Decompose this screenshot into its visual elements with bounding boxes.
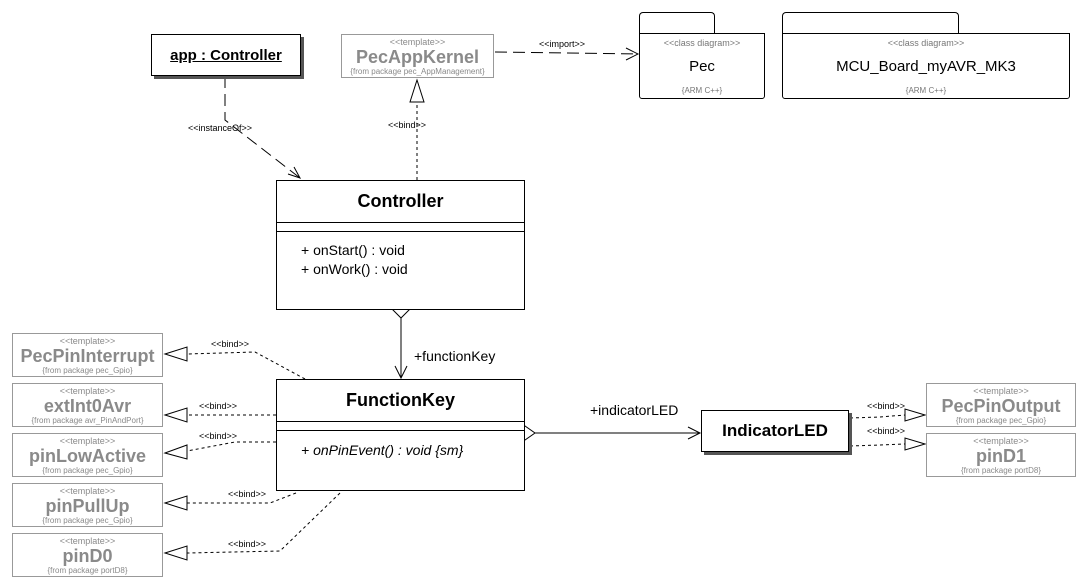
- operation-item: + onStart() : void: [301, 242, 405, 258]
- template-stereotype: <<template>>: [59, 386, 116, 396]
- function-key-class[interactable]: FunctionKey + onPinEvent() : void {sm}: [276, 379, 525, 491]
- template-source: {from package avr_PinAndPort}: [31, 416, 144, 425]
- template-source: {from package portD8}: [960, 466, 1042, 475]
- template-name: pinPullUp: [45, 496, 130, 516]
- template-stereotype: <<template>>: [59, 436, 116, 446]
- bind-label-pinint: <<bind>>: [211, 339, 250, 349]
- app-controller-object[interactable]: app : Controller: [151, 34, 301, 76]
- template-stereotype: <<template>>: [389, 37, 446, 47]
- aggregation-indicator-led: [514, 425, 702, 441]
- template-pec-pin-output[interactable]: <<template>> PecPinOutput {from package …: [926, 383, 1076, 427]
- template-pin-pull-up[interactable]: <<template>> pinPullUp {from package pec…: [12, 483, 163, 527]
- template-name: pinD1: [975, 446, 1026, 466]
- template-name: PecPinInterrupt: [20, 346, 155, 366]
- bind-label-pinoutput: <<bind>>: [867, 401, 906, 411]
- template-stereotype: <<template>>: [59, 486, 116, 496]
- bind-label-appkernel: <<bind>>: [388, 120, 427, 130]
- operation-compartment: + onStart() : void + onWork() : void: [277, 231, 524, 279]
- class-name: Controller: [357, 191, 444, 211]
- template-pin-low-active[interactable]: <<template>> pinLowActive {from package …: [12, 433, 163, 477]
- template-source: {from package portD8}: [47, 566, 128, 575]
- function-key-role-label: +functionKey: [414, 348, 496, 364]
- bind-label-pind1: <<bind>>: [867, 426, 906, 436]
- template-stereotype: <<template>>: [59, 336, 116, 346]
- template-source: {from package pec_Gpio}: [42, 466, 133, 475]
- class-name: FunctionKey: [345, 390, 455, 410]
- template-pin-d1[interactable]: <<template>> pinD1 {from package portD8}: [926, 433, 1076, 477]
- aggregation-function-key: [392, 301, 410, 380]
- template-source: {from package pec_AppManagement}: [350, 67, 485, 76]
- package-language: {ARM C++}: [905, 86, 947, 95]
- controller-class[interactable]: Controller + onStart() : void + onWork()…: [276, 180, 525, 310]
- template-name: pinLowActive: [28, 446, 146, 466]
- template-name: PecPinOutput: [941, 396, 1061, 416]
- object-label: app : Controller: [170, 46, 282, 64]
- class-name: IndicatorLED: [722, 421, 828, 440]
- template-name: PecAppKernel: [355, 47, 480, 67]
- operation-item: + onPinEvent() : void {sm}: [301, 442, 464, 458]
- attribute-compartment: [277, 222, 524, 231]
- template-source: {from package pec_Gpio}: [42, 516, 133, 525]
- package-stereotype: <<class diagram>>: [887, 38, 965, 48]
- instance-of-label: <<instanceOf>>: [188, 123, 253, 133]
- operation-item: + onWork() : void: [301, 261, 408, 277]
- template-pin-d0[interactable]: <<template>> pinD0 {from package portD8}: [12, 533, 163, 577]
- template-stereotype: <<template>>: [973, 436, 1029, 446]
- package-tab-mcu-board: [782, 12, 959, 34]
- package-pec[interactable]: <<class diagram>> Pec {ARM C++}: [639, 33, 765, 99]
- bind-label-pind0: <<bind>>: [228, 539, 267, 549]
- template-source: {from package pec_Gpio}: [42, 366, 133, 375]
- template-stereotype: <<template>>: [59, 536, 116, 546]
- package-name: Pec: [689, 58, 715, 75]
- package-tab-pec: [639, 12, 715, 34]
- package-name: MCU_Board_myAVR_MK3: [836, 58, 1016, 75]
- pec-app-kernel-template[interactable]: <<template>> PecAppKernel {from package …: [341, 34, 494, 78]
- package-language: {ARM C++}: [681, 86, 723, 95]
- bind-label-pullup: <<bind>>: [228, 489, 267, 499]
- bind-label-lowactive: <<bind>>: [199, 431, 238, 441]
- template-pec-pin-interrupt[interactable]: <<template>> PecPinInterrupt {from packa…: [12, 333, 163, 377]
- template-ext-int0-avr[interactable]: <<template>> extInt0Avr {from package av…: [12, 383, 163, 427]
- template-name: extInt0Avr: [43, 396, 132, 416]
- attribute-compartment: [277, 421, 524, 430]
- bind-controller-appkernel: [409, 78, 425, 180]
- indicator-led-role-label: +indicatorLED: [590, 402, 679, 418]
- operation-compartment: + onPinEvent() : void {sm}: [277, 430, 524, 460]
- template-source: {from package pec_Gpio}: [955, 416, 1047, 425]
- template-name: pinD0: [62, 546, 113, 566]
- import-label: <<import>>: [539, 39, 586, 49]
- template-stereotype: <<template>>: [973, 386, 1029, 396]
- import-dependency: [494, 47, 640, 61]
- package-stereotype: <<class diagram>>: [663, 38, 741, 48]
- package-mcu-board[interactable]: <<class diagram>> MCU_Board_myAVR_MK3 {A…: [782, 33, 1070, 99]
- indicator-led-class[interactable]: IndicatorLED: [701, 410, 849, 452]
- bind-label-extint: <<bind>>: [199, 401, 238, 411]
